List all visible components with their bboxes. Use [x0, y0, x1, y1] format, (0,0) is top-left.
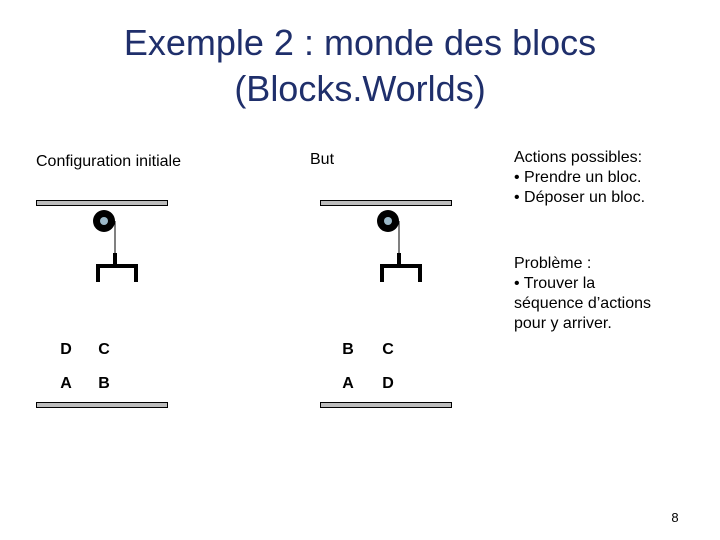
- initial-block-bottom-left: A: [60, 375, 72, 392]
- title-line-2: (Blocks.Worlds): [234, 68, 486, 109]
- goal-crane-icon: [377, 210, 422, 282]
- initial-table: [36, 402, 168, 408]
- actions-heading: Actions possibles:: [514, 149, 643, 166]
- goal-block-top-left: B: [342, 341, 354, 358]
- goal-label: But: [310, 151, 335, 168]
- problem-panel: Problème : • Trouver la séquence d’actio…: [514, 254, 651, 334]
- actions-panel: Actions possibles: • Prendre un bloc. • …: [514, 148, 645, 208]
- page-number: 8: [671, 510, 679, 525]
- problem-line-3: pour y arriver.: [514, 315, 612, 332]
- goal-block-top-right: C: [382, 341, 394, 358]
- title-line-1: Exemple 2 : monde des blocs: [123, 22, 597, 63]
- initial-ceiling-rail: [36, 200, 168, 206]
- initial-block-bottom-right: B: [98, 375, 110, 392]
- initial-crane-icon: [93, 210, 138, 282]
- initial-block-top-left: D: [60, 341, 72, 358]
- problem-line-1: • Trouver la: [514, 275, 596, 292]
- goal-block-bottom-right: D: [382, 375, 394, 392]
- initial-config-label: Configuration initiale: [36, 153, 181, 170]
- goal-table: [320, 402, 452, 408]
- action-item-drop: • Déposer un bloc.: [514, 189, 646, 206]
- initial-block-top-right: C: [98, 341, 110, 358]
- action-item-take: • Prendre un bloc.: [514, 169, 642, 186]
- goal-ceiling-rail: [320, 200, 452, 206]
- slide-title: Exemple 2 : monde des blocs (Blocks.Worl…: [60, 20, 660, 112]
- problem-line-2: séquence d’actions: [514, 295, 651, 312]
- goal-block-bottom-left: A: [342, 375, 354, 392]
- problem-heading: Problème :: [514, 255, 592, 272]
